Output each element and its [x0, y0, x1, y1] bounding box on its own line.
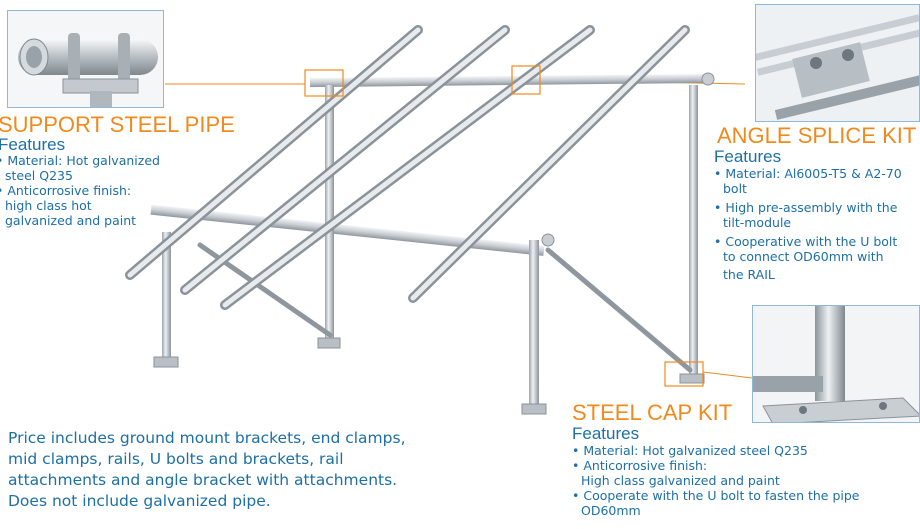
support-pipe-feature-line: galvanized and paint	[5, 213, 137, 228]
support-pipe-features-heading: Features	[0, 135, 66, 154]
angle-splice-features-heading: Features	[714, 147, 782, 166]
splice-rail-photo-icon	[756, 5, 919, 121]
angle-splice-feature-line: • Cooperative with the U bolt	[714, 234, 898, 249]
support-pipe-feature-line: • Material: Hot galvanized	[0, 153, 160, 168]
price-note-line: Does not include galvanized pipe.	[8, 492, 271, 510]
price-note: Price includes ground mount brackets, en…	[8, 428, 406, 512]
steel-cap-feature-line: High class galvanized and paint	[581, 473, 780, 488]
angle-splice-features-list: • Material: Al6005-T5 & A2-70 bolt • Hig…	[714, 166, 902, 282]
base-plate-photo-icon	[753, 306, 919, 422]
highlight-boxes	[304, 65, 704, 387]
support-pipe-title: SUPPORT STEEL PIPE	[0, 112, 235, 137]
support-pipe-feature-line: high class hot	[5, 198, 92, 213]
steel-cap-feature-line: • Cooperate with the U bolt to fasten th…	[572, 488, 860, 503]
steel-cap-features-heading: Features	[572, 424, 640, 443]
steel-cap-feature-line: • Anticorrosive finish:	[572, 458, 708, 473]
steel-cap-title: STEEL CAP KIT	[572, 400, 733, 425]
angle-splice-feature-line: • High pre-assembly with the	[714, 200, 898, 215]
angle-splice-feature-line: the RAIL	[723, 267, 775, 282]
angle-splice-feature-line: bolt	[723, 181, 747, 196]
tilted-rails	[125, 25, 690, 310]
steel-cap-feature-line: • Material: Hot galvanized steel Q235	[572, 443, 808, 458]
front-legs	[153, 232, 547, 415]
angle-splice-feature-line: to connect OD60mm with	[723, 249, 884, 264]
rear-crossbeam	[309, 72, 715, 88]
angle-splice-feature-line: tilt-module	[723, 215, 792, 230]
steel-cap-feature-line: OD60mm	[581, 503, 641, 518]
angle-splice-title: ANGLE SPLICE KIT	[717, 123, 917, 148]
support-pipe-feature-line: • Anticorrosive finish:	[0, 183, 132, 198]
support-pipe-feature-line: steel Q235	[5, 168, 73, 183]
angle-splice-photo	[755, 4, 920, 122]
rear-legs	[317, 85, 705, 384]
price-note-line: Price includes ground mount brackets, en…	[8, 429, 406, 447]
support-pipe-features-list: • Material: Hot galvanized steel Q235 • …	[0, 153, 160, 228]
angle-splice-feature-line: • Material: Al6005-T5 & A2-70	[714, 166, 902, 181]
price-note-line: mid clamps, rails, U bolts and brackets,…	[8, 450, 344, 468]
front-crossbeam	[150, 204, 555, 256]
pipe-clamp-photo-icon	[8, 11, 163, 107]
support-pipe-photo	[7, 10, 164, 108]
steel-cap-photo	[752, 305, 920, 423]
steel-cap-features-list: • Material: Hot galvanized steel Q235 • …	[572, 443, 860, 518]
price-note-line: attachments and angle bracket with attac…	[8, 471, 398, 489]
